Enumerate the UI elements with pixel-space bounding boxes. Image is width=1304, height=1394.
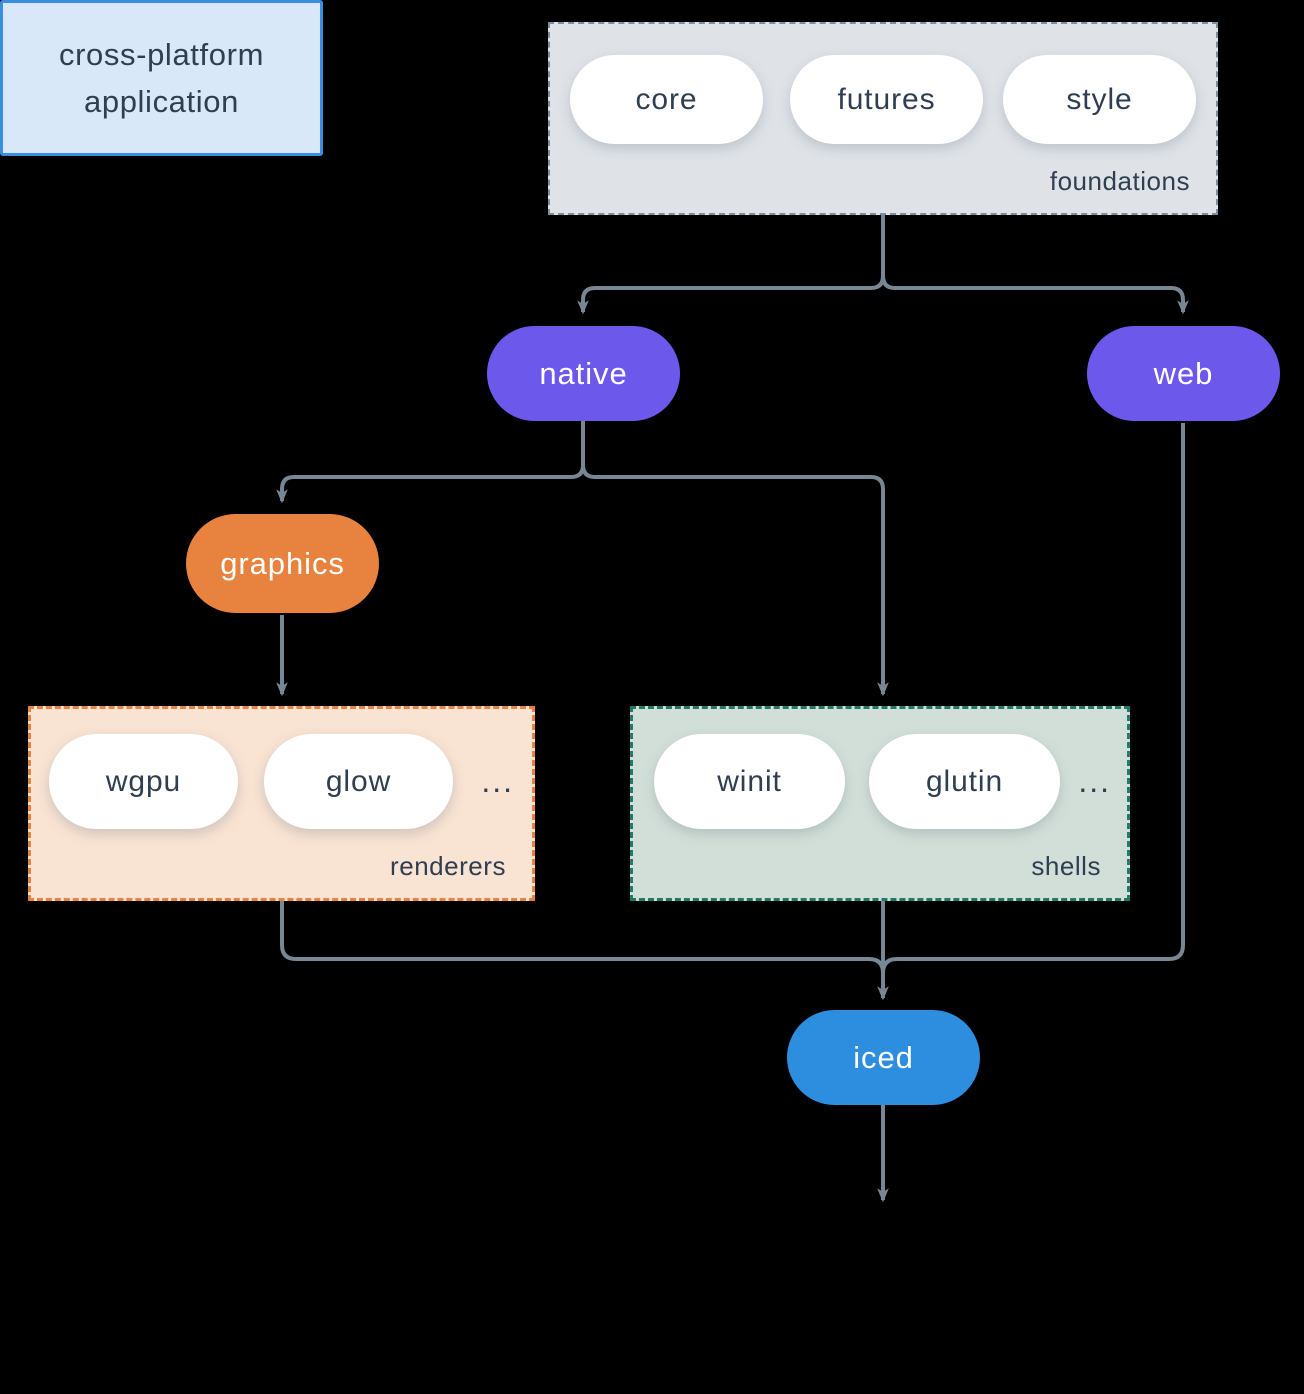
crate-glow: glow bbox=[264, 734, 453, 829]
edge-native-graphics bbox=[276, 421, 585, 504]
node-graphics: graphics bbox=[186, 514, 379, 613]
application-label-line1: cross-platform bbox=[58, 37, 265, 72]
crate-wgpu: wgpu bbox=[49, 734, 238, 829]
renderers-group: wgpu glow ... renderers bbox=[28, 706, 535, 901]
edge-foundations-native bbox=[577, 215, 885, 315]
foundations-group: core futures style foundations bbox=[548, 22, 1218, 215]
crate-core: core bbox=[570, 55, 763, 144]
edge-native-shells bbox=[581, 421, 889, 697]
node-web: web bbox=[1087, 326, 1280, 421]
application-box: cross-platform application bbox=[0, 0, 323, 156]
edge-renderers-merge bbox=[280, 901, 885, 974]
application-label-line2: application bbox=[83, 84, 240, 119]
node-iced: iced bbox=[787, 1010, 980, 1105]
foundations-label: foundations bbox=[1049, 166, 1190, 196]
shells-ellipsis: ... bbox=[1078, 763, 1111, 799]
renderers-label: renderers bbox=[390, 851, 506, 881]
crate-style: style bbox=[1003, 55, 1196, 144]
shells-group: winit glutin ... shells bbox=[630, 706, 1130, 901]
crate-glutin: glutin bbox=[869, 734, 1060, 829]
node-native: native bbox=[487, 326, 680, 421]
edge-foundations-web bbox=[881, 215, 1189, 315]
renderers-ellipsis: ... bbox=[481, 763, 514, 799]
crate-futures: futures bbox=[790, 55, 983, 144]
crate-winit: winit bbox=[654, 734, 845, 829]
shells-label: shells bbox=[1031, 851, 1101, 881]
